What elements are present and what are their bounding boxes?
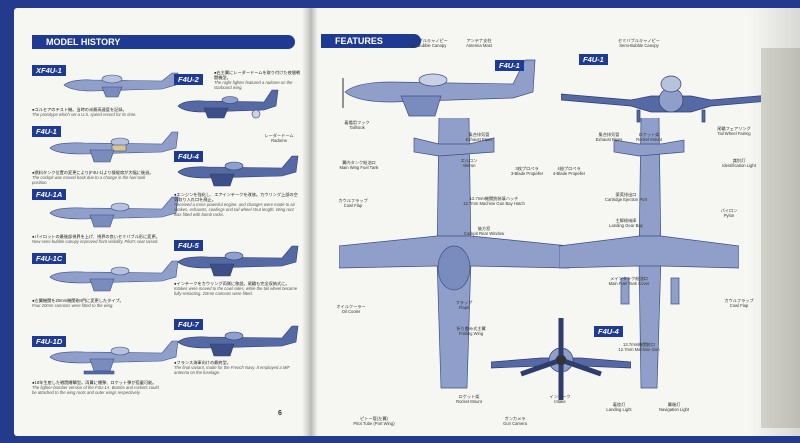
f4u-1-side-view bbox=[342, 59, 536, 117]
variant-badge: F4U-4 bbox=[594, 326, 623, 337]
plane-silhouette bbox=[177, 245, 299, 277]
callout-pitot: ピトー管(左翼)Pitot Tube (Port Wing) bbox=[353, 416, 395, 426]
features-title: FEATURES bbox=[321, 34, 421, 48]
variant-label: F4U-1 bbox=[32, 126, 61, 137]
variant-label: F4U-5 bbox=[174, 240, 203, 251]
booklet-spine bbox=[302, 8, 318, 436]
page-curl-shadow bbox=[750, 8, 800, 436]
variant-label: F4U-1D bbox=[32, 336, 67, 347]
plane-silhouette bbox=[177, 325, 299, 357]
history-note: ●インテークをカウリング両側に移設。尾輪も完全収納式に。Intakes were… bbox=[174, 281, 298, 296]
history-note: ●フランス海軍向けの最終型。The final variant, made fo… bbox=[174, 360, 290, 375]
history-note: ●コルセアのテスト機。当時の米最高速度を記録。The prototype whi… bbox=[32, 107, 137, 117]
f4u-1-front-view bbox=[561, 75, 781, 123]
history-note: ●右主翼にレーダードームを取り付けた夜間戦闘機型。The night fight… bbox=[214, 70, 301, 90]
plane-silhouette bbox=[49, 131, 179, 163]
plane-silhouette bbox=[49, 196, 179, 228]
f4u-1-top-view bbox=[339, 118, 569, 389]
variant-badge: F4U-1 bbox=[495, 60, 524, 71]
variant-label: F4U-1C bbox=[32, 253, 67, 264]
plane-silhouette bbox=[177, 89, 279, 119]
model-history-page: MODEL HISTORY XF4U-1 ●コルセアのテスト機。当時の米最高速度… bbox=[14, 8, 309, 436]
history-note: ●パイロットの最後部視界を上げ、視界の良いセミバブル形に変更。New semi-… bbox=[32, 234, 160, 244]
variant-badge: F4U-1 bbox=[579, 54, 608, 65]
variant-label: F4U-7 bbox=[174, 319, 203, 330]
f4u-4-front-view bbox=[491, 318, 631, 400]
history-note: ●18年生産した戦闘爆撃型。両翼に爆弾、ロケット弾が搭載可能。The fight… bbox=[32, 380, 159, 395]
instruction-booklet: MODEL HISTORY XF4U-1 ●コルセアのテスト機。当時の米最高速度… bbox=[14, 8, 800, 436]
plane-silhouette bbox=[49, 260, 179, 292]
history-note: ●エンジンを強化し、エアインテークを改修。カウリング上部の空気取り入れ口を廃止。… bbox=[174, 192, 298, 217]
page-number: 6 bbox=[278, 410, 282, 417]
variant-label: F4U-1A bbox=[32, 189, 67, 200]
reference-photo bbox=[761, 48, 800, 428]
plane-silhouette bbox=[49, 340, 179, 375]
f4u-4-bottom-view bbox=[559, 118, 739, 389]
model-history-title: MODEL HISTORY bbox=[32, 35, 295, 49]
variant-label: F4U-2 bbox=[174, 74, 203, 85]
plane-silhouette bbox=[63, 72, 179, 98]
plane-silhouette bbox=[177, 155, 299, 187]
history-note: ●左翼機関を20mm機関砲4門に変更したタイプ。Four 20mm cannon… bbox=[32, 298, 124, 308]
features-page: FEATURES F4U-1 F4U-1 bbox=[309, 8, 800, 436]
variant-label: XF4U-1 bbox=[32, 65, 66, 76]
variant-label: F4U-4 bbox=[174, 151, 203, 162]
history-note: ●燃料タンク位置の変更により(F4U-1)より操縦席が大幅に後退。The coc… bbox=[32, 170, 154, 185]
